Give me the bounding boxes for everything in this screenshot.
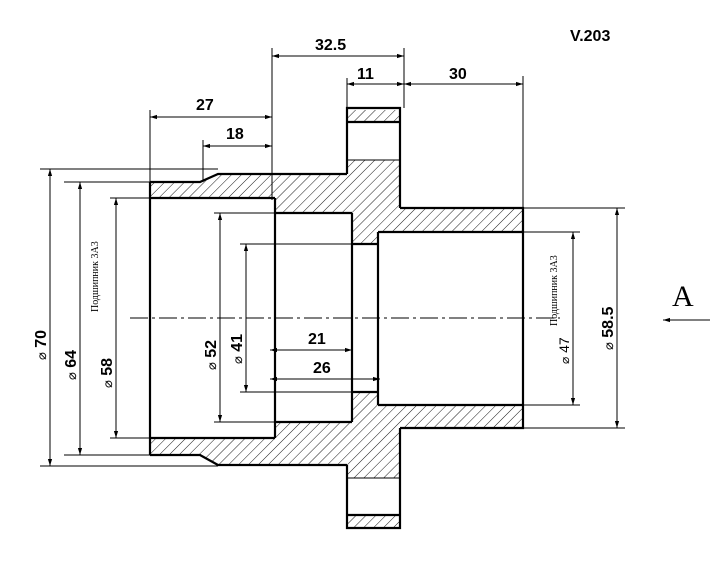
part-outline — [148, 106, 525, 530]
dim-text-11: 11 — [357, 66, 374, 83]
svg-text:⌀ 52: ⌀ 52 — [203, 340, 220, 370]
dim-18: 18 — [202, 126, 272, 182]
dim-text-30: 30 — [449, 66, 467, 83]
dim-text-d41: 41 — [229, 334, 246, 352]
dim-text-18: 18 — [226, 126, 244, 143]
diameter-sign: ⌀ — [34, 352, 49, 360]
diameter-sign: ⌀ — [100, 380, 115, 388]
svg-text:⌀ 58.5: ⌀ 58.5 — [600, 306, 617, 350]
diameter-sign: ⌀ — [204, 362, 219, 370]
view-label: A — [672, 280, 694, 313]
dim-d70: ⌀ 70 — [33, 168, 218, 467]
bearing-note-right: Подшипник 3А3 — [549, 255, 560, 326]
dim-21: 21 — [270, 331, 352, 353]
dim-text-32-5: 32.5 — [315, 37, 346, 54]
svg-text:⌀ 41: ⌀ 41 — [229, 334, 246, 364]
dim-text-26: 26 — [313, 360, 331, 377]
view-arrow-a: A — [663, 280, 710, 323]
dim-text-d70: 70 — [33, 330, 50, 348]
section-hatching-top — [150, 110, 523, 244]
dim-text-d58-5: 58.5 — [600, 306, 617, 337]
section-hatching-bottom — [150, 392, 523, 528]
dim-d58: ⌀ 58 Подшипник 3А3 — [90, 197, 150, 439]
diameter-sign: ⌀ — [558, 357, 572, 364]
dim-text-d52: 52 — [203, 340, 220, 358]
dim-text-d64: 64 — [63, 350, 80, 368]
dim-30: 30 — [404, 66, 524, 208]
dim-text-21: 21 — [308, 331, 326, 348]
svg-text:⌀ 64: ⌀ 64 — [63, 350, 80, 380]
svg-text:⌀ 47: ⌀ 47 — [556, 337, 572, 364]
diameter-sign: ⌀ — [601, 342, 616, 350]
dim-text-27: 27 — [196, 97, 214, 114]
dim-d64: ⌀ 64 — [63, 181, 150, 456]
dim-d52: ⌀ 52 — [203, 212, 275, 423]
drawing-code: V.203 — [570, 28, 610, 45]
dim-27: 27 — [149, 97, 272, 182]
dim-32-5: 32.5 — [271, 37, 405, 200]
dim-d41: ⌀ 41 — [229, 243, 352, 393]
dim-11: 11 — [346, 66, 404, 108]
bearing-note-left: Подшипник 3А3 — [90, 241, 101, 312]
dim-text-d47: 47 — [556, 337, 572, 353]
svg-text:⌀ 58: ⌀ 58 — [99, 358, 116, 388]
dim-d58-5: ⌀ 58.5 — [523, 207, 625, 429]
diameter-sign: ⌀ — [230, 356, 245, 364]
dim-26: 26 — [270, 360, 380, 382]
dim-d47: ⌀ 47 Подшипник 3А3 — [523, 231, 580, 406]
diameter-sign: ⌀ — [64, 372, 79, 380]
svg-text:⌀ 70: ⌀ 70 — [33, 330, 50, 360]
dim-text-d58: 58 — [99, 358, 116, 376]
